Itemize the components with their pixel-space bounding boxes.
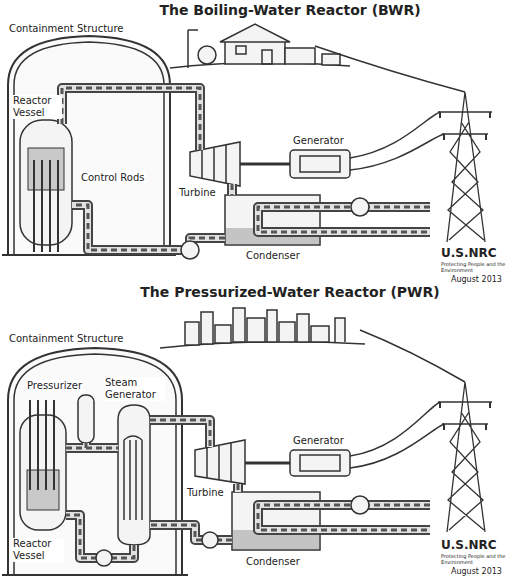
shed xyxy=(322,54,340,65)
steam-generator xyxy=(118,405,150,545)
transmission-tower xyxy=(438,382,492,532)
turbine-blades xyxy=(202,145,226,183)
part-label: Containment Structure xyxy=(8,23,124,35)
control-rods xyxy=(34,160,58,252)
generator xyxy=(290,150,350,178)
transmission-wire xyxy=(350,402,444,468)
pwr-plant xyxy=(2,308,492,575)
bwr-plant xyxy=(2,24,492,259)
reactor-vessel xyxy=(20,120,72,245)
lamp-post xyxy=(188,29,198,31)
diagram-title: The Pressurized-Water Reactor (PWR) xyxy=(139,284,440,301)
water-flow xyxy=(66,420,238,558)
part-label: Turbine xyxy=(186,487,225,499)
turbine xyxy=(195,440,245,484)
house-door xyxy=(262,50,272,64)
logo-tagline: Protecting People and the Environment xyxy=(440,553,508,565)
part-label: Turbine xyxy=(178,187,217,199)
generator-core xyxy=(300,156,340,172)
part-label: Generator xyxy=(292,135,345,147)
garage xyxy=(285,48,315,64)
containment-structure xyxy=(8,348,182,575)
lamp-post xyxy=(187,30,189,68)
pump xyxy=(351,198,369,216)
generator-core xyxy=(300,455,340,471)
part-label: Condenser xyxy=(245,556,301,568)
control-rods xyxy=(30,400,54,490)
steam-generator-tubes xyxy=(124,436,142,520)
generator xyxy=(290,450,350,476)
city-building xyxy=(215,325,231,343)
logo-tagline: Protecting People and the Environment xyxy=(440,261,508,273)
city-building xyxy=(201,312,213,344)
house-roof xyxy=(220,24,290,42)
date-note: August 2013 xyxy=(450,567,503,577)
part-label: Pressurizer xyxy=(26,380,83,392)
part-label: Generator xyxy=(292,435,345,447)
cooling-pipe xyxy=(258,505,430,530)
part-label: Steam Generator xyxy=(104,377,166,401)
pump xyxy=(96,550,112,566)
city-building xyxy=(279,322,295,342)
water-flow xyxy=(62,88,232,250)
power-line xyxy=(360,330,465,382)
tree xyxy=(198,46,216,64)
cooling-flow xyxy=(258,505,430,530)
reactor-vessel xyxy=(20,415,66,530)
pump xyxy=(351,496,369,514)
water-pipe xyxy=(62,88,232,250)
house-window xyxy=(236,46,246,54)
cooling-pipe xyxy=(258,505,430,530)
turbine-shaft xyxy=(245,462,290,465)
water-pipe xyxy=(66,420,238,558)
city-building xyxy=(247,318,265,342)
water-pipe xyxy=(62,88,232,250)
part-label: Control Rods xyxy=(80,172,146,184)
pressurizer xyxy=(78,395,94,443)
transmission-wire xyxy=(350,112,444,170)
city-building xyxy=(311,326,329,342)
logo-text: U.S.NRC xyxy=(440,538,498,552)
city-building xyxy=(267,310,277,342)
logo-text: U.S.NRC xyxy=(440,246,498,260)
city-building xyxy=(185,322,199,345)
city-building xyxy=(233,308,245,342)
turbine-shaft xyxy=(240,163,290,166)
part-label: Reactor Vessel xyxy=(12,538,64,562)
containment-base xyxy=(2,574,188,576)
diagram-title: The Boiling-Water Reactor (BWR) xyxy=(158,2,421,19)
part-label: Condenser xyxy=(245,250,301,262)
house xyxy=(225,40,285,64)
water-pipe xyxy=(66,420,238,558)
city-building xyxy=(297,314,309,342)
city-building xyxy=(335,318,345,342)
cooling-pipe xyxy=(258,207,430,232)
power-line xyxy=(315,46,465,92)
pump xyxy=(181,241,199,259)
cooling-flow xyxy=(258,207,430,232)
transmission-tower xyxy=(438,92,492,242)
pump xyxy=(202,532,218,548)
date-note: August 2013 xyxy=(450,275,503,285)
part-label: Containment Structure xyxy=(8,333,124,345)
cooling-pipe xyxy=(258,207,430,232)
turbine-blades xyxy=(207,443,231,482)
part-label: Reactor Vessel xyxy=(12,95,62,119)
